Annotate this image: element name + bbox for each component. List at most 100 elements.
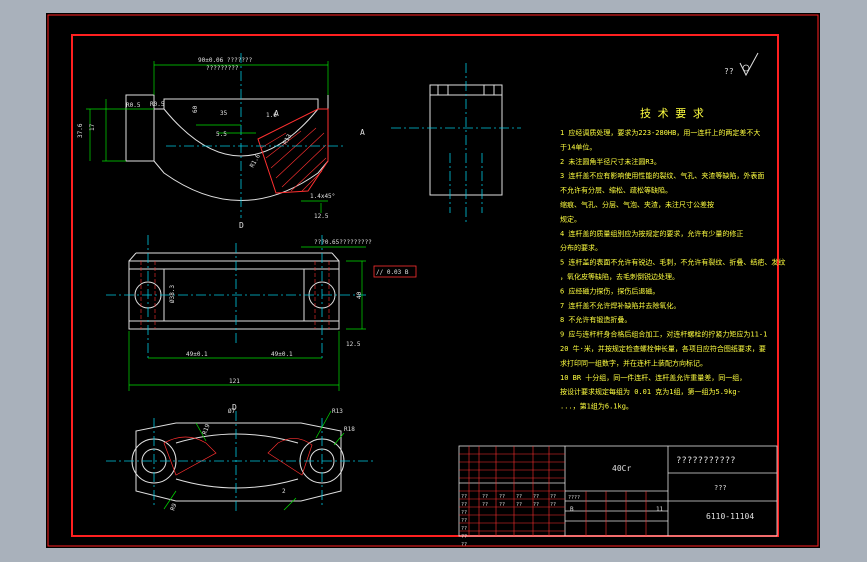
title-block-cell: ?? (533, 494, 539, 500)
scale-label: ???? (568, 495, 580, 501)
front-view-centerlines (106, 235, 366, 358)
dim-roughness-bottom: 12.5 (314, 213, 329, 220)
tech-requirement-line: 求打印同一组数字，并在连杆上装配方向标记。 (560, 358, 707, 367)
roughness-text: ?? (724, 67, 734, 76)
tech-requirement-line: ...，第1组为6.1kg。 (560, 402, 633, 411)
cad-drawing: 90±0.06 ??????? ????????? 17 37.6 R0.5 R… (47, 14, 819, 548)
dim-mid-b1: 49±0.1 (186, 351, 208, 358)
dim-mid-left: Ø38.3 (169, 285, 176, 303)
tech-requirement-line: 1 应经调质处理，要求为223-280HB，用一连杆上的两定差不大 (560, 128, 760, 137)
dim-bot-r2: R18 (344, 426, 355, 433)
tolerance-frame (373, 265, 417, 278)
title-block-text: 40Cr ??????????? ??? 6110-11104 ???? B 1… (568, 456, 754, 521)
top-view-dims (86, 61, 329, 213)
dim-bot-r3: R19 (201, 423, 211, 436)
bottom-view-leaders (163, 410, 345, 511)
dim-mid-top: ???0.65????????? (314, 239, 372, 246)
dim-left-h2: 37.6 (77, 123, 84, 138)
title-block-row-label: ?? (461, 518, 467, 524)
material: 40Cr (612, 464, 631, 473)
title-block-row-label: ?? (461, 494, 467, 500)
title-block-cell: ?? (516, 502, 522, 508)
dim-bot-r4: R9 (169, 502, 178, 512)
section-a-right: A (360, 128, 365, 137)
title-block-row-label: ?? (461, 510, 467, 516)
title-block-row-labels: ?????????????? (461, 494, 467, 548)
tech-requirement-line: ，氧化皮等缺陷，去毛刺倒锐边处理。 (560, 272, 679, 281)
dim-mid-a: 5.5 (216, 131, 227, 138)
dim-mid-right: 40 (356, 291, 363, 299)
tech-requirement-line: 9 应与连杆杆身合格后组合加工，对连杆螺栓的拧紧力矩应为11-1 (560, 330, 767, 339)
front-view-dims (128, 246, 366, 391)
title-block-cell: ?? (516, 494, 522, 500)
tech-requirement-line: 规定。 (560, 214, 581, 223)
dim-small2: 35 (220, 110, 228, 117)
title-block-cell: ?? (499, 502, 505, 508)
tech-requirement-line: 5 连杆盖的表面不允许有锐边、毛刺，不允许有裂纹、折叠、结疤、发纹 (560, 258, 785, 267)
dim-bot-num: 2 (282, 488, 286, 495)
title-block-cell: ?? (499, 494, 505, 500)
title-block-row-label: ?? (461, 502, 467, 508)
dim-top-b: ????????? (206, 65, 239, 72)
front-view-labels: ???0.65????????? Ø38.3 40 // 0.03 B 49±0… (169, 239, 409, 385)
tech-requirement-line: 2 未注圆角半径尺寸未注圆R3。 (560, 157, 661, 166)
outer-frame (47, 14, 819, 547)
title-block-cells: ???????????????????? (482, 494, 556, 508)
tech-requirement-line: 于14单位。 (560, 142, 596, 151)
sheet-number: 11 (656, 506, 664, 513)
roughness-symbol: ?? (724, 52, 759, 77)
sheet-label: B (570, 506, 574, 513)
tech-requirements: 1 应经调质处理，要求为223-280HB，用一连杆上的两定差不大 于14单位。… (560, 128, 785, 411)
section-labels: A A D D (232, 109, 365, 412)
dim-left-h1: 17 (89, 123, 96, 131)
side-view-centerlines (391, 63, 521, 223)
drawing-number: 6110-11104 (706, 512, 754, 521)
tech-requirement-line: 10 BR 十分组，同一件连杆、连杆盖允许重量差，同一组， (560, 373, 746, 382)
inner-frame (71, 34, 779, 537)
title-block-row-label: ?? (461, 534, 467, 540)
dim-top-a: 90±0.06 ??????? (198, 57, 253, 64)
title-block-cell: ?? (482, 494, 488, 500)
dim-mid-b2: 49±0.1 (271, 351, 293, 358)
dim-small1: 60 (192, 105, 199, 113)
bottom-view-centerlines (106, 411, 376, 511)
title-block-cell: ?? (482, 502, 488, 508)
tech-requirement-line: 缩痕、气孔、分层、气泡、夹渣，未注尺寸公差按 (560, 200, 714, 209)
top-view-centerlines (166, 53, 346, 218)
title-block-grid (459, 446, 647, 536)
section-d: D (239, 221, 244, 230)
title-block-row-label: ?? (461, 526, 467, 532)
tech-requirement-line: 7 连杆盖不允许焊补缺陷并去除氧化。 (560, 301, 680, 310)
dim-mid-ra: 12.5 (346, 341, 361, 348)
tolerance-box: // 0.03 B (376, 269, 409, 276)
tech-title: 技 术 要 求 (640, 107, 704, 120)
dim-bot-r1: R13 (332, 408, 343, 415)
tech-requirement-line: 按设计要求规定每组为 0.01 克为1组，第一组为5.9kg- (560, 387, 741, 396)
tech-requirement-line: 6 应经磁力探伤，探伤后退磁。 (560, 286, 659, 295)
dim-right-r: R13 (282, 133, 294, 146)
section-a-left: A (274, 109, 279, 118)
bottom-view (131, 422, 345, 502)
tech-requirement-line: 3 连杆盖不应有影响使用性能的裂纹、气孔、夹渣等缺陷，外表面 (560, 171, 764, 180)
dim-left-r1: R0.5 (126, 102, 141, 109)
section-d2: D (232, 403, 237, 412)
bottom-view-accents (163, 436, 313, 476)
roughness-check (739, 52, 759, 77)
dim-bot-d: Ø7 (228, 408, 236, 415)
tech-requirement-line: 不允许有分层、缩松、疏松等缺陷。 (560, 186, 672, 195)
title-block-row-label: ?? (461, 542, 467, 548)
title-block-cell: ?? (550, 494, 556, 500)
front-view (128, 252, 340, 330)
dim-chamfer: 1.4x45° (310, 193, 335, 200)
dim-mid-total: 121 (229, 378, 240, 385)
cad-viewport: 90±0.06 ??????? ????????? 17 37.6 R0.5 R… (46, 13, 820, 548)
bottom-view-labels: R13 R18 R19 R9 Ø7 2 (169, 408, 355, 512)
tech-requirement-line: 分布的要求。 (560, 243, 602, 252)
dim-left-r2: R0.5 (150, 101, 165, 108)
title-block-cell: ?? (533, 502, 539, 508)
company: ??? (714, 484, 727, 492)
title-block-cell: ?? (550, 502, 556, 508)
tech-requirement-line: 20 牛·米，并按规定检查螺栓伸长量，各项目应符合图纸要求，要 (560, 344, 766, 353)
top-view-hatch (260, 127, 327, 192)
top-view-labels: 90±0.06 ??????? ????????? 17 37.6 R0.5 R… (77, 57, 335, 220)
